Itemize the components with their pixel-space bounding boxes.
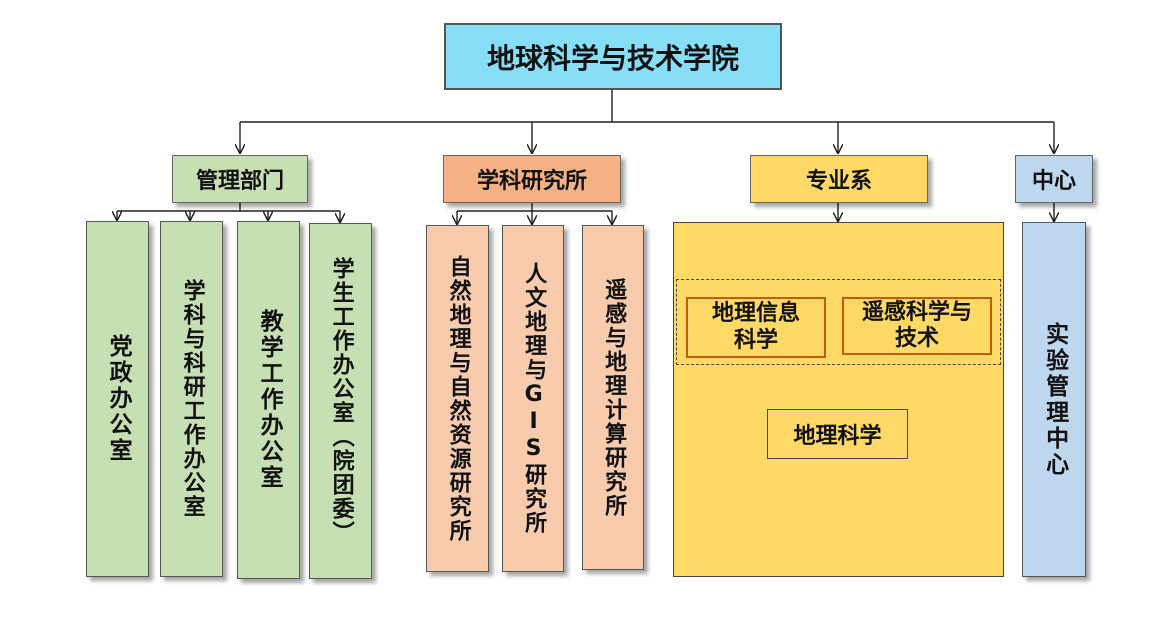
- unit-label: 学科与科研工作办公室: [179, 279, 205, 519]
- root-node: 地球科学与技术学院: [444, 23, 782, 90]
- category-label: 学科研究所: [476, 169, 587, 194]
- unit-label: 教学工作办公室: [256, 309, 283, 491]
- institute-remote-sensing: 遥感与地理计算研究所: [582, 225, 644, 570]
- management-unit-research-office: 学科与科研工作办公室: [160, 221, 223, 577]
- major-remote-sensing: 遥感科学与技术: [842, 297, 992, 355]
- center-label: 实验管理中心: [1041, 321, 1068, 478]
- institute-label: 遥感与地理计算研究所: [601, 277, 627, 518]
- management-unit-party-office: 党政办公室: [86, 221, 149, 577]
- institute-human-geography-gis: 人文地理与GIS研究所: [502, 225, 564, 572]
- category-management: 管理部门: [172, 155, 308, 203]
- unit-label: 党政办公室: [105, 334, 132, 464]
- departments-panel: [673, 222, 1004, 577]
- institute-physical-geography: 自然地理与自然资源研究所: [426, 225, 489, 572]
- category-label: 中心: [1031, 169, 1076, 194]
- category-institutes: 学科研究所: [443, 155, 621, 203]
- major-label: 地理科学: [793, 424, 882, 449]
- management-unit-student-office: 学生工作办公室（院团委）: [309, 223, 372, 579]
- root-label: 地球科学与技术学院: [486, 41, 739, 75]
- center-lab-management: 实验管理中心: [1022, 222, 1086, 577]
- institute-label: 人文地理与GIS研究所: [521, 262, 547, 535]
- category-center: 中心: [1015, 155, 1093, 203]
- major-geography: 地理科学: [767, 409, 908, 459]
- major-label: 遥感科学与技术: [861, 299, 972, 351]
- majors-dashed-group: [676, 279, 1001, 365]
- category-departments: 专业系: [750, 155, 928, 203]
- institute-label: 自然地理与自然资源研究所: [445, 254, 471, 543]
- major-gis: 地理信息科学: [686, 297, 826, 358]
- unit-label: 学生工作办公室（院团委）: [328, 257, 354, 545]
- management-unit-teaching-office: 教学工作办公室: [237, 221, 300, 579]
- category-label: 专业系: [805, 169, 872, 194]
- category-label: 管理部门: [195, 169, 284, 194]
- major-label: 地理信息科学: [711, 301, 800, 353]
